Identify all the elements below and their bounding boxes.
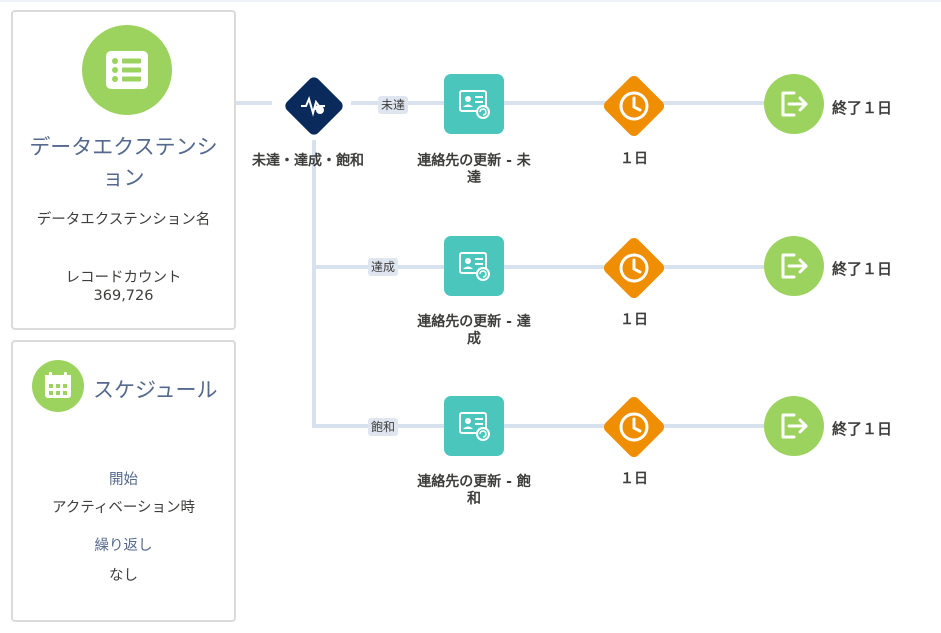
start-label: 開始 <box>109 472 138 488</box>
path-tag-saturated: 飽和 <box>368 418 399 436</box>
update-contact-icon <box>459 252 490 281</box>
engagement-split-icon <box>301 96 325 117</box>
repeat-label: 繰り返し <box>94 538 153 554</box>
wait-node-2[interactable] <box>594 228 674 308</box>
wait-label-3: １日 <box>620 471 648 487</box>
repeat-value: なし <box>109 568 138 584</box>
activity-label-3: 連絡先の更新 - 飽 和 <box>417 474 531 507</box>
engagement-split-node[interactable] <box>276 68 352 144</box>
schedule-card[interactable]: スケジュール 開始 アクティベーション時 繰り返し なし <box>11 340 236 622</box>
data-extension-name: データエクステンション名 <box>36 212 211 228</box>
update-contact-activity-2[interactable] <box>444 236 504 296</box>
exit-icon <box>781 413 808 439</box>
schedule-title: スケジュール <box>93 378 218 402</box>
wait-node-3[interactable] <box>594 387 674 467</box>
top-divider <box>0 0 941 2</box>
update-contact-icon <box>459 90 490 119</box>
split-label: 未達・達成・飽和 <box>252 153 364 169</box>
exit-label-1: 終了１日 <box>832 99 893 117</box>
calendar-icon <box>32 360 84 412</box>
update-contact-activity-1[interactable] <box>444 74 504 134</box>
record-count-label: レコードカウント <box>65 270 182 286</box>
exit-label-3: 終了１日 <box>832 420 893 438</box>
exit-icon <box>781 91 808 117</box>
path-tag-achieved: 達成 <box>368 258 399 276</box>
exit-node-1[interactable] <box>764 74 824 134</box>
clock-icon <box>619 91 649 121</box>
clock-icon <box>619 412 649 442</box>
exit-node-2[interactable] <box>764 236 824 296</box>
record-count-value: 369,726 <box>93 288 154 304</box>
wait-node-1[interactable] <box>594 66 674 146</box>
update-contact-icon <box>459 412 490 441</box>
data-extension-title: データエクステンション <box>29 135 218 190</box>
data-extension-card[interactable]: データエクステンション データエクステンション名 レコードカウント 369,72… <box>11 10 236 330</box>
clock-icon <box>619 253 649 283</box>
wait-label-1: １日 <box>620 151 648 167</box>
start-value: アクティベーション時 <box>51 500 196 516</box>
activity-label-1: 連絡先の更新 - 未 達 <box>417 153 531 186</box>
list-icon <box>82 25 172 115</box>
activity-label-2: 連絡先の更新 - 達 成 <box>417 314 531 347</box>
exit-node-3[interactable] <box>764 396 824 456</box>
path-tag-unreached: 未達 <box>378 96 409 114</box>
exit-icon <box>781 253 808 279</box>
wait-label-2: １日 <box>620 312 648 328</box>
update-contact-activity-3[interactable] <box>444 396 504 456</box>
exit-label-2: 終了１日 <box>832 260 893 278</box>
